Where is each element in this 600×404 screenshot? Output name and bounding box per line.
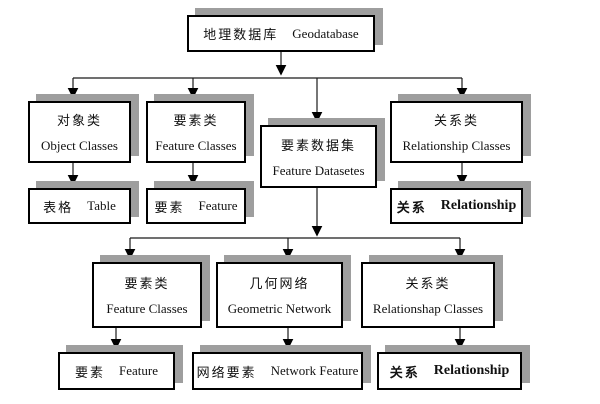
node-relationship-top-label-zh: 关系 — [396, 199, 427, 215]
node-table: 表格 Table — [28, 188, 131, 224]
node-feature-top-label-en: Feature — [198, 198, 238, 213]
node-object-classes-label-en: Object Classes — [41, 138, 118, 153]
node-network-feature: 网络要素 Network Feature — [192, 352, 363, 390]
node-relationship-classes-top-label-zh: 关系类 — [433, 113, 479, 128]
node-relationship-sub: 关系 Relationship — [377, 352, 522, 390]
node-relationship-sub-label-zh: 关系 — [389, 364, 420, 380]
node-relationship-classes-sub-label-en: Relationshap Classes — [372, 301, 484, 316]
node-network-feature-label-en: Network Feature — [270, 363, 359, 378]
node-geodatabase-label-zh: 地理数据库 — [203, 27, 279, 42]
node-relationship-sub-label-en: Relationship — [433, 363, 510, 378]
node-table-label-zh: 表格 — [43, 199, 74, 215]
node-geometric-network: 几何网络 Geometric Network — [216, 262, 343, 328]
node-feature-classes-sub-label-zh: 要素类 — [124, 276, 170, 291]
node-relationship-top: 关系 Relationship — [390, 188, 523, 224]
node-relationship-top-label-en: Relationship — [440, 198, 517, 213]
node-table-label-en: Table — [87, 198, 116, 213]
node-feature-sub-label-en: Feature — [119, 363, 158, 378]
node-feature-classes-top-label-en: Feature Classes — [155, 138, 237, 153]
node-feature-datasets-label-en: Feature Datasetes — [272, 162, 365, 178]
node-feature-sub-label-zh: 要素 — [75, 364, 106, 380]
node-feature-datasets-label-zh: 要素数据集 — [280, 137, 356, 153]
node-object-classes-label-zh: 对象类 — [56, 113, 102, 128]
node-relationship-classes-sub-label-zh: 关系类 — [405, 276, 451, 291]
node-feature-datasets: 要素数据集 Feature Datasetes — [260, 125, 377, 188]
node-feature-classes-top-label-zh: 要素类 — [173, 113, 219, 128]
node-feature-classes-sub: 要素类 Feature Classes — [92, 262, 202, 328]
node-relationship-classes-top-label-en: Relationship Classes — [402, 138, 511, 153]
node-geometric-network-label-en: Geometric Network — [227, 301, 332, 316]
node-network-feature-label-zh: 网络要素 — [196, 364, 257, 380]
node-geodatabase: 地理数据库 Geodatabase — [187, 15, 375, 52]
connector-group — [67, 52, 468, 350]
node-feature-top: 要素 Feature — [146, 188, 246, 224]
node-feature-top-label-zh: 要素 — [154, 199, 185, 215]
node-feature-sub: 要素 Feature — [58, 352, 175, 390]
node-object-classes: 对象类 Object Classes — [28, 101, 131, 163]
node-relationship-classes-top: 关系类 Relationship Classes — [390, 101, 523, 163]
node-feature-classes-top: 要素类 Feature Classes — [146, 101, 246, 163]
node-feature-classes-sub-label-en: Feature Classes — [106, 301, 188, 316]
node-geodatabase-label-en: Geodatabase — [292, 25, 359, 41]
node-relationship-classes-sub: 关系类 Relationshap Classes — [361, 262, 495, 328]
node-geometric-network-label-zh: 几何网络 — [249, 276, 310, 291]
